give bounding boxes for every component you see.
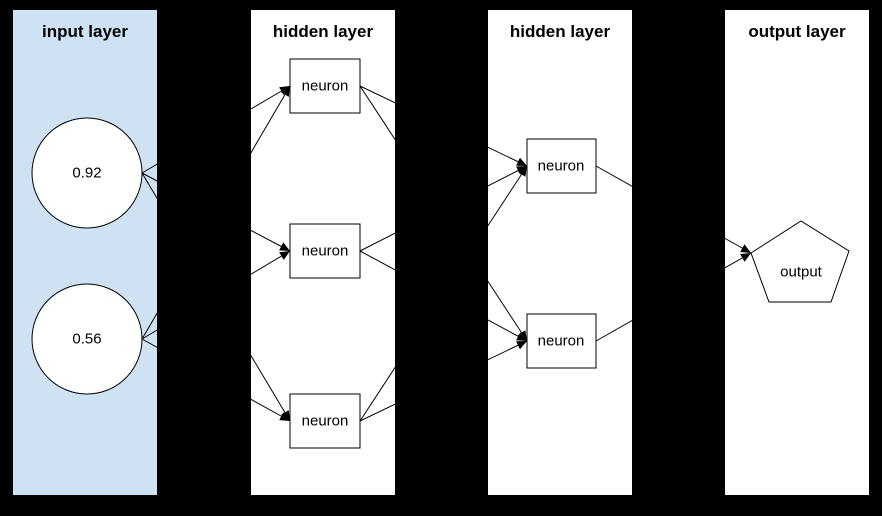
output-node: output [750,220,850,303]
edge-line [595,252,752,342]
edge-line [141,250,291,340]
hidden1-neuron-1: neuron [289,58,361,114]
edge-line [141,85,291,340]
neuron-label: neuron [538,333,585,350]
layer-title-input: input layer [42,22,128,41]
edge-line [359,340,528,422]
input-node-label: 0.92 [72,165,101,182]
input-node-label: 0.56 [72,331,101,348]
hidden1-neuron-3: neuron [289,393,361,449]
input-node-circle [31,117,143,229]
neuron-box [289,58,361,114]
edge-line [359,165,528,422]
neuron-label: neuron [302,78,349,95]
output-node-label: output [780,264,823,281]
edges-input-to-hidden1 [141,85,291,422]
edges-hidden1-to-hidden2 [359,85,528,422]
neuron-box [289,393,361,449]
edge-line [595,165,752,254]
neuron-label: neuron [538,158,585,175]
edges-hidden2-to-output [595,165,752,342]
edge-line [359,165,528,252]
neuron-box [526,313,597,369]
input-node-2: 0.56 [31,283,143,395]
neuron-label: neuron [302,413,349,430]
edge-line [141,172,291,422]
panel-input-layer: input layer [13,10,157,495]
neuron-box [289,223,361,279]
edge-line [359,85,528,342]
hidden2-neuron-1: neuron [526,138,597,194]
neuron-label: neuron [302,243,349,260]
edge-line [359,85,528,167]
output-pentagon [750,220,850,303]
hidden2-neuron-2: neuron [526,313,597,369]
layer-title-hidden-2: hidden layer [509,22,611,41]
input-node-circle [31,283,143,395]
layer-title-output: output layer [748,22,846,41]
input-node-1: 0.92 [31,117,143,229]
edge-line [141,338,291,422]
panel-hidden-layer-2: hidden layer [488,10,632,495]
edge-line [359,250,528,342]
edge-line [141,85,291,174]
neuron-box [526,138,597,194]
layer-title-hidden-1: hidden layer [272,22,374,41]
hidden1-neuron-2: neuron [289,223,361,279]
